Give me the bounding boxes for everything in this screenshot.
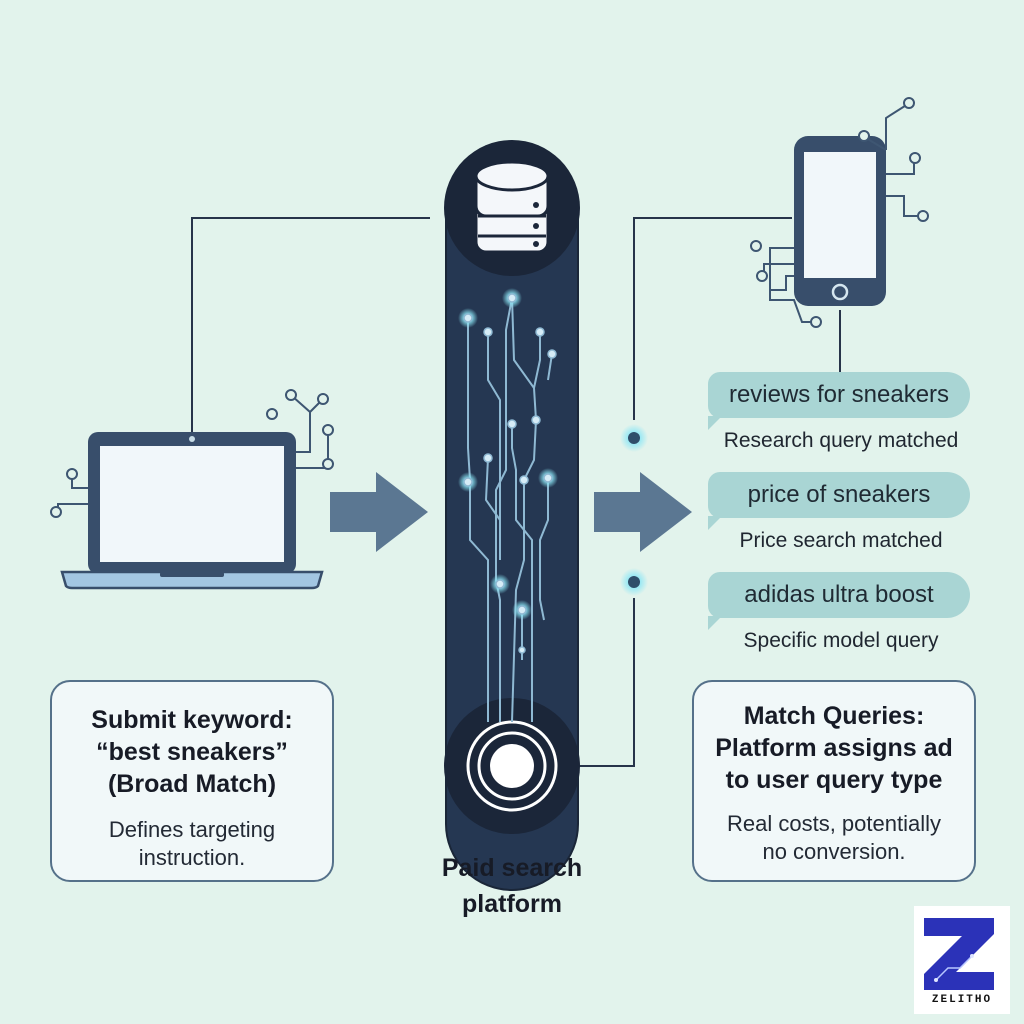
match-queries-title: Match Queries: Platform assigns ad to us… (694, 700, 974, 796)
connector-platform-to-phone (633, 217, 792, 420)
match-queries-box: Match Queries: Platform assigns ad to us… (692, 680, 976, 882)
bubble-tail (708, 416, 722, 430)
laptop-circuit-nodes (50, 389, 334, 518)
platform-label: Paid search platform (414, 850, 610, 922)
laptop-icon (60, 432, 324, 590)
database-icon (474, 160, 550, 254)
query-bubble: price of sneakers (708, 472, 970, 530)
query-result: Price search matched (739, 529, 943, 552)
logo-z-mark (914, 906, 1010, 1014)
description-line: instruction. (138, 845, 246, 870)
description-line: no conversion. (762, 839, 906, 864)
query-bubble: adidas ultra boost (708, 572, 970, 630)
query-text: adidas ultra boost (744, 581, 934, 608)
connector-laptop-to-platform (191, 217, 430, 432)
title-line: Submit keyword: (91, 706, 293, 734)
title-line: to user query type (725, 766, 943, 794)
bubble-tail (708, 516, 722, 530)
platform-label-line: platform (462, 890, 562, 918)
match-queries-description: Real costs, potentially no conversion. (694, 810, 974, 866)
title-line: (Broad Match) (107, 770, 277, 798)
connector-glow-nodes (620, 424, 648, 596)
title-line: “best sneakers” (96, 738, 288, 766)
arrow-from-platform (594, 472, 692, 552)
logo-wordmark: ZELITHO (931, 994, 993, 1006)
phone-circuit-nodes (750, 97, 929, 328)
query-text: reviews for sneakers (728, 381, 950, 408)
description-line: Defines targeting (108, 817, 276, 842)
keyword-submission-description: Defines targeting instruction. (52, 816, 332, 872)
platform-circuit-nodes (463, 293, 557, 654)
platform-circuit-traces (467, 297, 553, 723)
platform-label-line: Paid search (441, 854, 583, 882)
query-bubble: reviews for sneakers (708, 372, 970, 430)
query-result: Specific model query (743, 629, 939, 652)
description-line: Real costs, potentially (727, 811, 941, 836)
keyword-submission-title: Submit keyword: “best sneakers” (Broad M… (52, 704, 332, 800)
query-text: price of sneakers (747, 481, 931, 508)
phone-circuit-branches (763, 103, 922, 323)
keyword-submission-box: Submit keyword: “best sneakers” (Broad M… (50, 680, 334, 882)
bubble-tail (708, 616, 722, 630)
platform-glow-points (458, 288, 558, 620)
title-line: Match Queries: (743, 702, 925, 730)
arrow-to-platform (330, 472, 428, 552)
connector-platform-to-match-box (578, 598, 635, 767)
query-result: Research query matched (723, 429, 959, 452)
phone-icon (794, 136, 886, 306)
title-line: Platform assigns ad (715, 734, 953, 762)
